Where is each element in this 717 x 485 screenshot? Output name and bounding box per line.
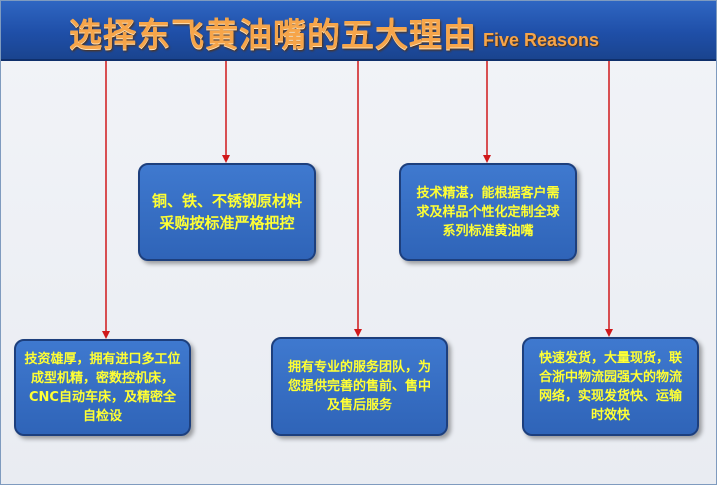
reason-text-customization: 技术精湛，能根据客户需求及样品个性化定制全球系列标准黄油嘴 <box>416 185 560 239</box>
reason-box-shipping: 快速发货，大量现货，联合浙中物流园强大的物流网络，实现发货快、运输时效快 <box>522 337 699 436</box>
page-title: 选择东飞黄油嘴的五大理由 <box>69 15 477 54</box>
reason-text-shipping: 快速发货，大量现货，联合浙中物流园强大的物流网络，实现发货快、运输时效快 <box>538 350 682 423</box>
reason-box-materials: 铜、铁、不锈钢原材料采购按标准严格把控 <box>138 163 316 261</box>
title-group: 选择东飞黄油嘴的五大理由 Five Reasons <box>69 8 599 56</box>
reason-box-customization: 技术精湛，能根据客户需求及样品个性化定制全球系列标准黄油嘴 <box>399 163 577 261</box>
page-subtitle: Five Reasons <box>483 30 600 50</box>
reason-box-equipment: 技资雄厚，拥有进口多工位成型机精，密数控机床，CNC自动车床，及精密全自检设 <box>14 339 191 436</box>
reason-text-service: 拥有专业的服务团队，为您提供完善的售前、售中及售后服务 <box>287 360 431 413</box>
reason-text-materials: 铜、铁、不锈钢原材料采购按标准严格把控 <box>151 192 302 232</box>
reason-box-service: 拥有专业的服务团队，为您提供完善的售前、售中及售后服务 <box>271 337 448 436</box>
reason-text-equipment: 技资雄厚，拥有进口多工位成型机精，密数控机床，CNC自动车床，及精密全自检设 <box>24 351 181 424</box>
header-bar: 选择东飞黄油嘴的五大理由 Five Reasons <box>1 1 716 61</box>
